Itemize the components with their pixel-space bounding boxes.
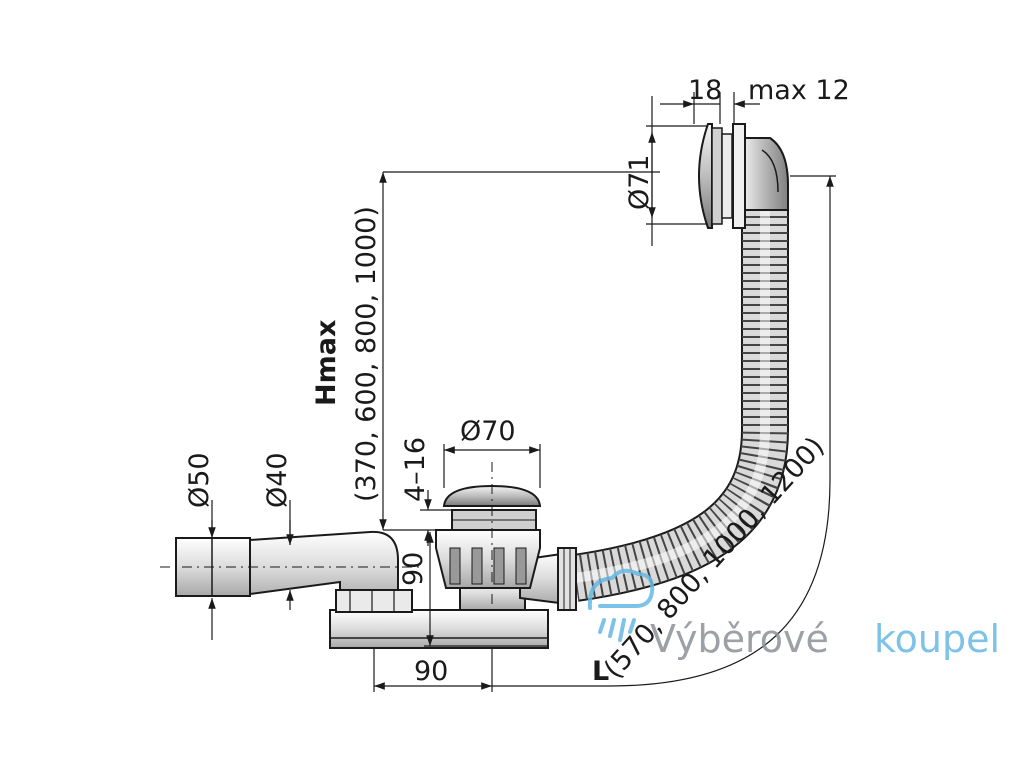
overflow-cover	[698, 123, 746, 229]
watermark-dark-text: Výběrové	[650, 617, 829, 661]
overflow-width-label: 18	[688, 75, 722, 106]
watermark: Výběrové koupel	[587, 568, 1000, 661]
overflow-diameter-label: Ø71	[624, 154, 655, 210]
waste-diameter-label: Ø70	[460, 416, 516, 447]
dimension-lines	[208, 92, 836, 692]
outlet-pipe	[160, 530, 420, 603]
waste-range-label: 4–16	[400, 437, 431, 502]
trap-offset-label: 90	[414, 656, 448, 687]
trap-height-label: 90	[398, 552, 429, 586]
outlet-inner-label: Ø40	[262, 452, 293, 508]
shower-logo-icon	[587, 568, 655, 642]
length-label: L	[592, 656, 609, 687]
trap-body	[329, 547, 577, 649]
waste-valve	[435, 462, 542, 612]
overflow-max-label: max 12	[748, 75, 850, 106]
watermark-light-text: koupel	[874, 617, 1000, 661]
outlet-outer-label: Ø50	[184, 452, 215, 508]
overflow-elbow	[741, 137, 789, 211]
height-label: Hmax	[311, 320, 342, 406]
height-values-label: (370, 600, 800, 1000)	[351, 206, 382, 502]
